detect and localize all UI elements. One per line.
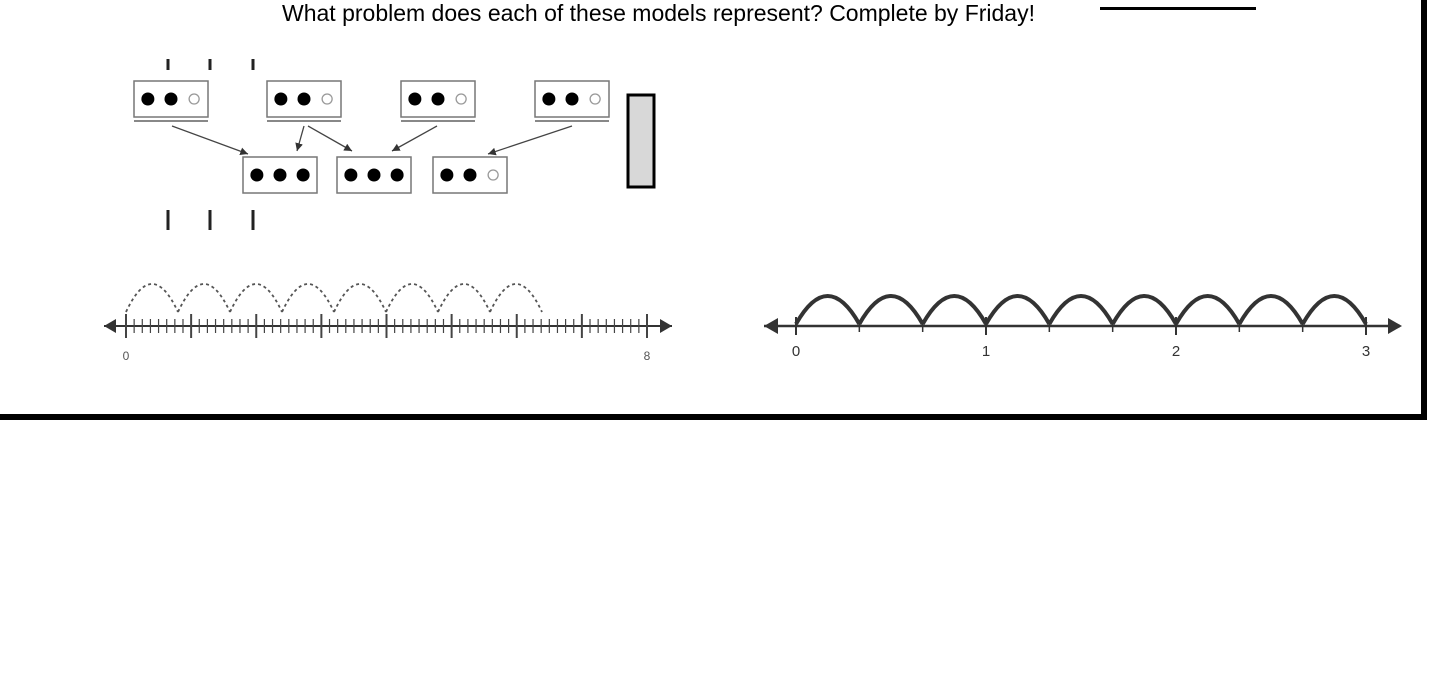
filled-counter bbox=[274, 92, 288, 106]
solid-jump-arc bbox=[1047, 294, 1115, 325]
filled-counter bbox=[463, 168, 477, 182]
label-0: 0 bbox=[792, 343, 800, 360]
arrow bbox=[295, 125, 305, 152]
models-canvas: 0 8 0 1 2 3 bbox=[104, 59, 1402, 363]
solid-jump-arc bbox=[1237, 294, 1305, 325]
ten-frame bbox=[242, 156, 318, 194]
solid-jump-arc bbox=[1110, 294, 1178, 325]
solid-jump-arc bbox=[1174, 294, 1242, 325]
dotted-jump-arc bbox=[333, 283, 387, 313]
start-label: 0 bbox=[123, 349, 130, 363]
empty-counter bbox=[589, 93, 601, 105]
left-arrowhead bbox=[104, 319, 116, 333]
top-frames-group bbox=[133, 80, 610, 122]
label-2: 2 bbox=[1172, 343, 1180, 360]
filled-counter bbox=[297, 92, 311, 106]
filled-counter bbox=[440, 168, 454, 182]
empty-counter bbox=[487, 169, 499, 181]
gray-bracket-box bbox=[626, 93, 656, 189]
empty-counter bbox=[188, 93, 200, 105]
solid-jump-arc bbox=[984, 294, 1052, 325]
solid-jump-arc bbox=[1300, 294, 1368, 325]
filled-counter bbox=[431, 92, 445, 106]
dotted-jump-arc bbox=[385, 283, 439, 313]
right-arrowhead bbox=[660, 319, 672, 333]
filled-counter bbox=[164, 92, 178, 106]
number-line-right: 0 1 2 3 bbox=[764, 294, 1402, 360]
strike-line bbox=[1100, 7, 1256, 10]
dotted-jumps bbox=[125, 283, 543, 313]
filled-counter bbox=[542, 92, 556, 106]
dotted-jump-arc bbox=[125, 283, 179, 313]
arrow bbox=[391, 125, 438, 152]
empty-counter bbox=[455, 93, 467, 105]
label-3: 3 bbox=[1362, 343, 1370, 360]
arrow bbox=[171, 125, 249, 155]
prompt-text: What problem does each of these models r… bbox=[282, 0, 1035, 26]
arrow bbox=[307, 125, 353, 152]
frame-arrows bbox=[171, 125, 573, 156]
filled-counter bbox=[367, 168, 381, 182]
filled-counter bbox=[408, 92, 422, 106]
solid-jump-arc bbox=[857, 294, 925, 325]
dotted-jump-arc bbox=[489, 283, 543, 313]
worksheet-slide: What problem does each of these models r… bbox=[0, 0, 1427, 420]
solid-jump-arc bbox=[920, 294, 988, 325]
right-arrowhead bbox=[1388, 318, 1402, 334]
dotted-jump-arc bbox=[281, 283, 335, 313]
ten-frame bbox=[336, 156, 412, 194]
solid-jump-arc bbox=[794, 294, 862, 325]
label-1: 1 bbox=[982, 343, 990, 360]
filled-counter bbox=[344, 168, 358, 182]
number-line-left: 0 8 bbox=[104, 283, 672, 363]
dotted-jump-arc bbox=[437, 283, 491, 313]
ten-frame bbox=[133, 80, 209, 122]
filled-counter bbox=[296, 168, 310, 182]
tally-marks-bottom bbox=[166, 210, 255, 230]
filled-counter bbox=[141, 92, 155, 106]
ten-frame bbox=[400, 80, 476, 122]
dotted-jump-arc bbox=[177, 283, 231, 313]
filled-counter bbox=[273, 168, 287, 182]
dotted-jump-arc bbox=[229, 283, 283, 313]
ten-frame bbox=[432, 156, 508, 194]
filled-counter bbox=[565, 92, 579, 106]
arrow bbox=[487, 125, 573, 156]
ten-frame bbox=[534, 80, 610, 122]
filled-counter bbox=[250, 168, 264, 182]
tick-marks bbox=[125, 314, 648, 338]
bottom-frames-group bbox=[242, 156, 508, 194]
end-label: 8 bbox=[644, 349, 651, 363]
empty-counter bbox=[321, 93, 333, 105]
filled-counter bbox=[390, 168, 404, 182]
ten-frame bbox=[266, 80, 342, 122]
left-arrowhead bbox=[764, 318, 778, 334]
tally-marks-top bbox=[166, 59, 255, 70]
solid-jumps bbox=[794, 294, 1368, 325]
